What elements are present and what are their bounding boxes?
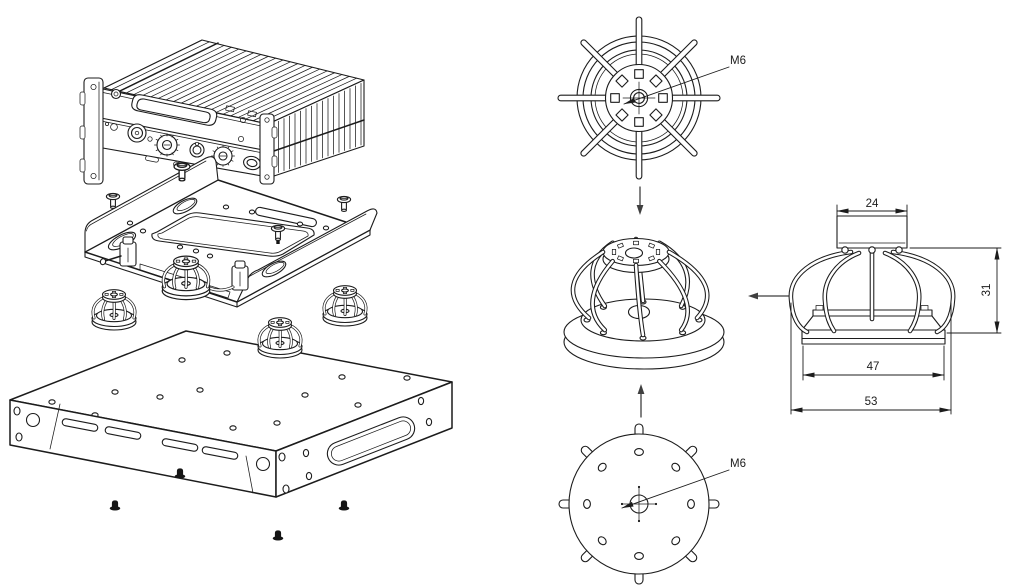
m6-label-bottom: M6 <box>730 458 746 470</box>
carry-handle <box>131 94 218 126</box>
base-plate-front-slots <box>61 418 239 460</box>
base-plate-side-slot <box>326 416 416 466</box>
shock-absorbers-item <box>91 289 137 331</box>
m6-leader-top <box>623 66 730 105</box>
right-mounting-rail <box>259 113 278 185</box>
tray-screws <box>105 162 352 241</box>
dimension-53: 53 <box>790 302 952 415</box>
base-screws-item <box>109 500 121 511</box>
damper-side-view: 24 47 53 31 <box>788 198 1002 415</box>
svg-text:47: 47 <box>867 361 880 373</box>
damper-isometric-view <box>563 236 725 370</box>
left-mounting-rail <box>79 77 104 185</box>
hub-square-holes <box>610 69 668 127</box>
dimension-31: 31 <box>909 247 1002 334</box>
mounting-tray <box>84 156 378 308</box>
damper-top-disc <box>602 237 670 274</box>
m6-leader-bottom <box>621 469 730 509</box>
dimension-24: 24 <box>836 198 908 218</box>
base-screws-item <box>338 500 350 511</box>
damper-bottom-view: M6 <box>558 423 746 585</box>
exploded-assembly-view <box>9 39 453 541</box>
shock-absorbers-item <box>257 317 303 359</box>
base-screws <box>109 468 350 541</box>
base-plate <box>9 330 453 498</box>
tray-screws-item <box>270 224 286 241</box>
svg-text:53: 53 <box>865 396 878 408</box>
base-screws-item <box>174 468 186 479</box>
dimension-47: 47 <box>802 345 945 381</box>
computer-unit <box>79 39 365 185</box>
tray-screws-item <box>105 192 121 209</box>
shock-absorbers-item <box>161 255 211 301</box>
shock-absorbers <box>91 255 368 359</box>
tray-screws-item <box>336 195 352 212</box>
tray-center-cutout <box>151 212 315 257</box>
base-holes <box>583 448 695 560</box>
svg-text:31: 31 <box>981 284 993 297</box>
tray-screws-item <box>173 162 191 182</box>
wire-ropes-front <box>570 249 710 338</box>
m6-label-top: M6 <box>730 55 746 67</box>
damper-top-view: M6 <box>557 16 746 180</box>
base-screws-item <box>272 530 284 541</box>
shock-absorbers-item <box>322 285 368 327</box>
disc-square-holes <box>611 240 661 264</box>
svg-text:24: 24 <box>866 198 879 210</box>
